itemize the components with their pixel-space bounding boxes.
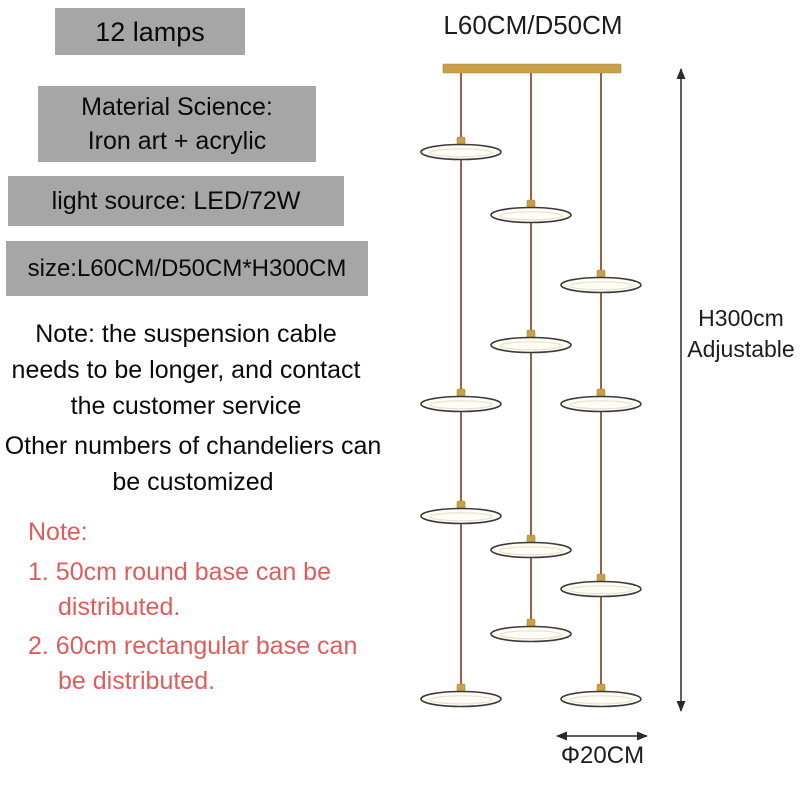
- lamp-disc: [420, 136, 502, 161]
- height-dimension-label: H300cm Adjustable: [684, 303, 798, 365]
- lamp-disc: [420, 683, 502, 708]
- lamp-disc: [490, 329, 572, 354]
- height-value: H300cm: [698, 305, 784, 331]
- lamp-disc: [560, 573, 642, 598]
- red-note-block: Note: 1. 50cm round base can be distribu…: [28, 515, 358, 699]
- material-box: Material Science: Iron art + acrylic: [38, 86, 316, 162]
- arrow-down-icon: [676, 701, 686, 712]
- arrow-up-icon: [676, 68, 686, 79]
- red-note-title: Note:: [28, 518, 88, 546]
- width-dimension-label: L60CM/D50CM: [438, 10, 628, 41]
- customization-note: Other numbers of chandeliers can be cust…: [4, 432, 382, 496]
- lamp-disc: [560, 683, 642, 708]
- light-source-text: light source: LED/72W: [51, 187, 301, 215]
- diameter-dimension-label: Φ20CM: [560, 742, 645, 769]
- arrow-left-icon: [556, 731, 567, 741]
- suspension-note: Note: the suspension cable needs to be l…: [11, 320, 361, 420]
- lamp-disc: [420, 388, 502, 413]
- size-box: size:L60CM/D50CM*H300CM: [6, 241, 368, 296]
- arrow-right-icon: [637, 731, 648, 741]
- dimension-lines: [444, 25, 686, 741]
- height-adjustable-text: Adjustable: [687, 336, 795, 362]
- suspension-cables: [460, 72, 602, 697]
- lamp-count-text: 12 lamps: [95, 16, 205, 47]
- lamp-disc: [560, 388, 642, 413]
- ceiling-mount-bar: [442, 63, 622, 74]
- lamp-disc: [560, 269, 642, 294]
- lamp-disc: [490, 534, 572, 559]
- light-source-box: light source: LED/72W: [8, 176, 344, 226]
- size-text: size:L60CM/D50CM*H300CM: [27, 254, 347, 282]
- lamp-disc: [490, 618, 572, 643]
- red-note-item-1: 1. 50cm round base can be distributed.: [28, 558, 331, 621]
- material-line1: Material Science:: [81, 93, 273, 121]
- material-line2: Iron art + acrylic: [87, 127, 267, 155]
- red-note-item-2: 2. 60cm rectangular base can be distribu…: [28, 632, 358, 695]
- lamp-count-box: 12 lamps: [55, 8, 245, 55]
- lamp-disc: [490, 199, 572, 224]
- lamp-disc: [420, 500, 502, 525]
